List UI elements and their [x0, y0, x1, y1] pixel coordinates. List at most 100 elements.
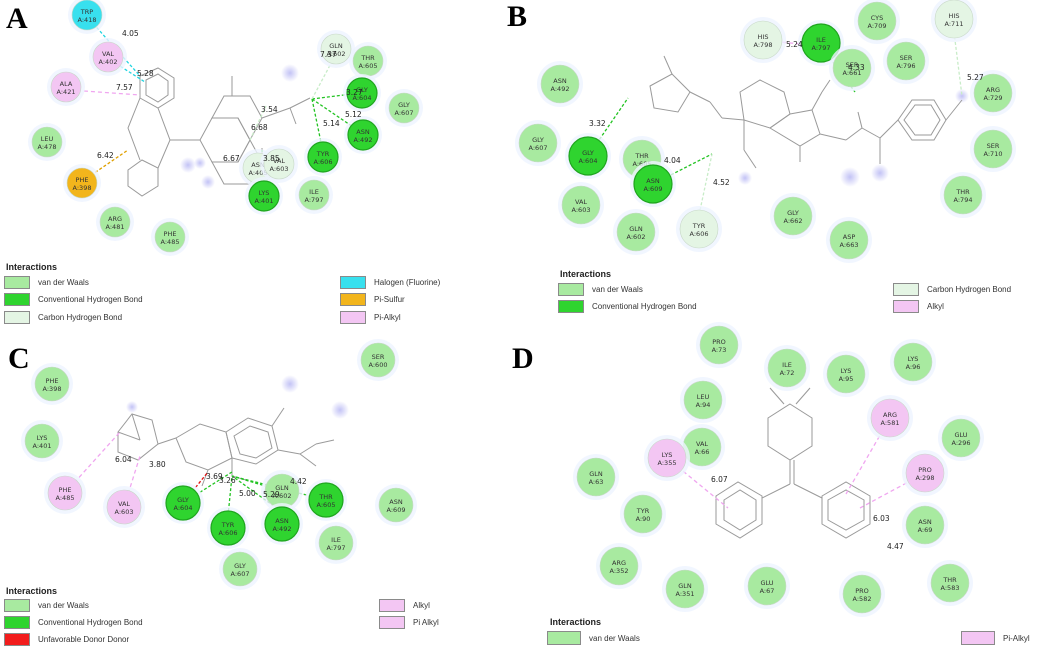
residue-name: PRO — [855, 587, 869, 595]
residue-circle — [893, 342, 933, 382]
legend-swatch — [961, 631, 995, 645]
residue-number: A:607 — [529, 144, 548, 152]
legend-label: Conventional Hydrogen Bond — [592, 302, 697, 311]
residue-number: A:602 — [327, 50, 346, 58]
residue-circle — [378, 487, 414, 523]
residue-circle — [388, 92, 420, 124]
residue-name: TYR — [221, 521, 235, 529]
interaction-line — [86, 149, 129, 179]
residue-name: PRO — [918, 466, 932, 474]
residue-name: TYR — [636, 507, 650, 515]
residue-number: A:73 — [712, 346, 727, 354]
panel-a-legend-pisulfur: Pi-Sulfur — [340, 293, 405, 306]
residue-number: A:94 — [696, 401, 711, 409]
residue-number: A:492 — [273, 525, 292, 533]
distance-label: 3.69 — [206, 472, 223, 481]
distance-label: 4.42 — [290, 477, 307, 486]
residue-number: A:405 — [249, 169, 268, 177]
residue-name: THR — [318, 493, 333, 501]
residue-number: A:794 — [954, 196, 973, 204]
residue-circle — [576, 457, 616, 497]
distance-label: 5.28 — [137, 69, 154, 78]
panel-a-legend-vdw: van der Waals — [4, 276, 89, 289]
residue-name: PHE — [76, 176, 89, 184]
residue-number: A:798 — [754, 41, 773, 49]
interaction-line — [953, 31, 963, 97]
legend-label: Unfavorable Donor Donor — [38, 635, 130, 644]
residue-number: A:296 — [952, 439, 971, 447]
legend-label: Carbon Hydrogen Bond — [38, 313, 123, 322]
residue-number: A:66 — [695, 448, 710, 456]
residue-circle — [857, 1, 897, 41]
residue-circle — [568, 136, 608, 176]
residue-name: SER — [846, 61, 859, 69]
residue-circle — [743, 20, 783, 60]
residue-number: A:492 — [551, 85, 570, 93]
panel-c-legend-donor: Unfavorable Donor Donor — [4, 633, 129, 646]
residue-circle — [106, 489, 142, 525]
distance-label: 5.27 — [967, 73, 984, 82]
legend-label: Halogen (Fluorine) — [374, 278, 441, 287]
residue-name: GLY — [532, 136, 544, 144]
residue-number: A:602 — [273, 492, 292, 500]
residue-number: A:401 — [255, 197, 274, 205]
residue-number: A:797 — [327, 544, 346, 552]
panel-c-legend-vdw: van der Waals — [4, 599, 89, 612]
residue-name: PHE — [164, 230, 177, 238]
residue-name: ASN — [553, 77, 567, 85]
residue-number: A:96 — [906, 363, 921, 371]
residue-name: PHE — [59, 486, 72, 494]
residue-name: TYR — [316, 150, 330, 158]
residue-number: A:72 — [780, 369, 795, 377]
distance-label: 3.32 — [589, 119, 606, 128]
residue-name: ARG — [612, 559, 626, 567]
legend-swatch — [4, 633, 30, 646]
legend-label: Pi-Sulfur — [374, 295, 405, 304]
residue-name: ILE — [816, 36, 826, 44]
residue-circle — [943, 175, 983, 215]
legend-label: Conventional Hydrogen Bond — [38, 295, 143, 304]
residue-circle — [24, 423, 60, 459]
legend-swatch — [340, 311, 366, 324]
distance-label: 7.57 — [116, 83, 133, 92]
distance-label: 5.24 — [786, 40, 803, 49]
residue-circle — [210, 510, 246, 546]
residue-name: GLN — [678, 582, 692, 590]
legend-label: Pi-Alkyl — [1003, 633, 1030, 643]
legend-swatch — [340, 276, 366, 289]
residue-number: A:603 — [572, 206, 591, 214]
residue-circle — [801, 23, 841, 63]
residue-circle — [346, 77, 378, 109]
residue-number: A:398 — [73, 184, 92, 192]
residue-circle — [50, 71, 82, 103]
residue-number: A:485 — [56, 494, 75, 502]
residue-circle — [767, 348, 807, 388]
residue-circle — [263, 148, 295, 180]
residue-circle — [31, 126, 63, 158]
distance-label: 5.00 — [239, 489, 256, 498]
panel-c-legend-alkyl: Alkyl — [379, 599, 430, 612]
residue-name: THR — [955, 188, 970, 196]
residue-number: A:604 — [353, 94, 372, 102]
residue-number: A:607 — [395, 109, 414, 117]
